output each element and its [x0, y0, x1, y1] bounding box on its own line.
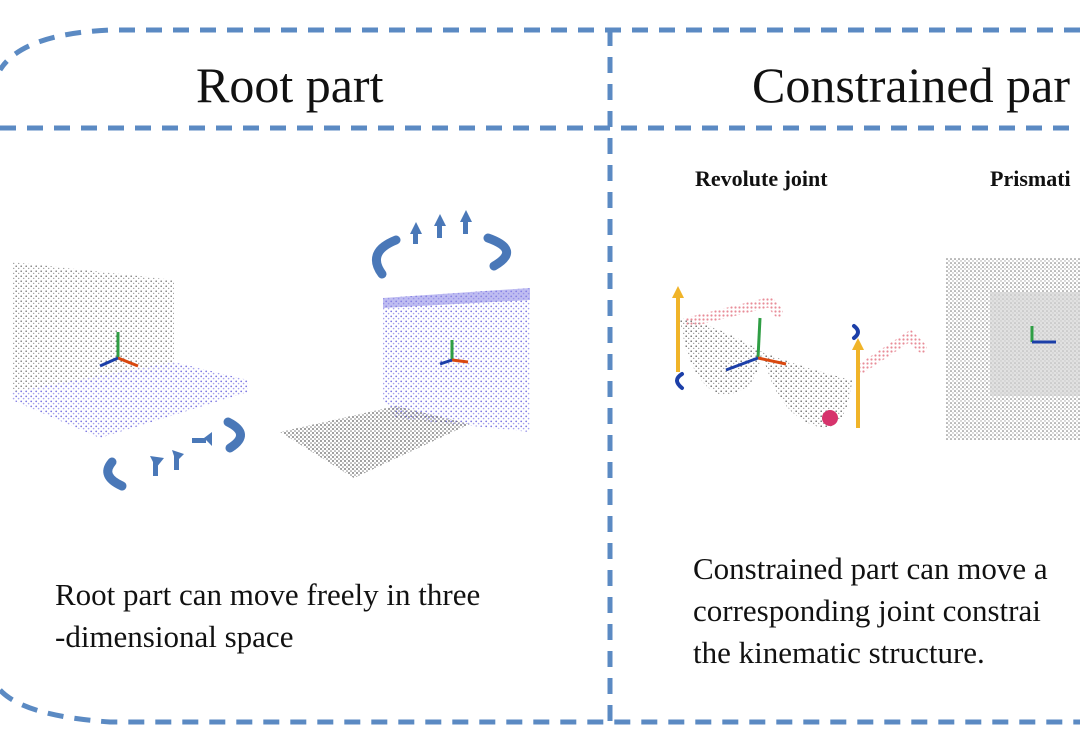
constrained-caption-line-3: the kinematic structure.	[693, 635, 985, 670]
glasses-axes	[725, 317, 787, 372]
revolute-axis-left	[672, 286, 684, 372]
prismatic-axes	[1030, 326, 1056, 344]
frame-outline-bottom	[0, 688, 1080, 725]
plank-pointcloud	[280, 406, 470, 478]
constrained-caption-line-1: Constrained part can move a	[693, 551, 1048, 586]
constrained-part-title: Constrained par	[752, 57, 1070, 113]
constrained-caption-line-2: corresponding joint constrai	[693, 593, 1041, 628]
left-motion-arrows	[103, 417, 245, 491]
left-floor-pointcloud	[12, 362, 248, 438]
constrained-part-caption: Constrained part can move a correspondin…	[693, 548, 1048, 674]
prismatic-joint-label: Prismati	[990, 166, 1071, 191]
glasses-lens-left	[680, 318, 762, 395]
frame-outline-top	[0, 27, 1080, 72]
root-part-title: Root part	[196, 57, 384, 113]
root-caption-line-1: Root part can move freely in three	[55, 577, 481, 612]
cube-translation-arrows	[410, 210, 472, 244]
glasses-lens-right	[762, 352, 852, 428]
constrained-part-figure	[672, 258, 1080, 440]
cube-motion-arrows	[371, 233, 511, 279]
glasses-temple-right	[857, 329, 927, 373]
root-part-caption: Root part can move freely in three -dime…	[55, 574, 480, 658]
revolute-axis-right	[852, 338, 864, 428]
left-translation-arrows	[150, 432, 212, 476]
cube-axes	[439, 340, 469, 366]
glasses-temple-left	[685, 296, 783, 327]
left-wall-pointcloud	[12, 262, 174, 392]
root-caption-line-2: -dimensional space	[55, 619, 294, 654]
prismatic-box-inner	[990, 292, 1080, 396]
root-part-figure	[12, 210, 530, 491]
hinge-dot	[822, 410, 838, 426]
left-axes	[99, 332, 139, 368]
cube-top-pointcloud	[383, 288, 530, 308]
revolute-rotation-arrows	[675, 324, 860, 390]
revolute-joint-label: Revolute joint	[695, 166, 828, 191]
